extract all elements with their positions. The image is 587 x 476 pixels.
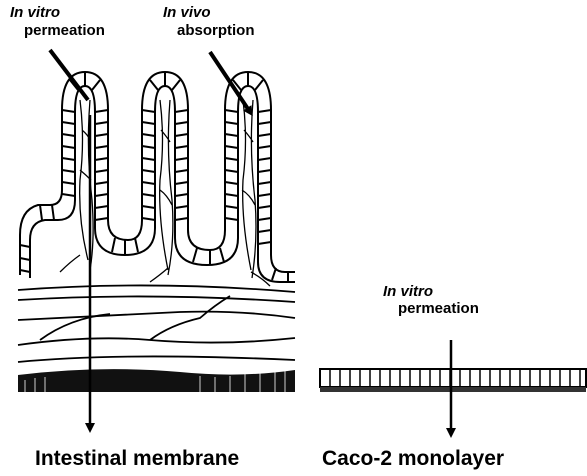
submucosa-layers [18, 285, 295, 362]
caco2-monolayer [320, 369, 586, 392]
intestinal-villi [20, 72, 295, 282]
muscle-layer [18, 369, 295, 392]
absorption-arrow [210, 52, 250, 112]
